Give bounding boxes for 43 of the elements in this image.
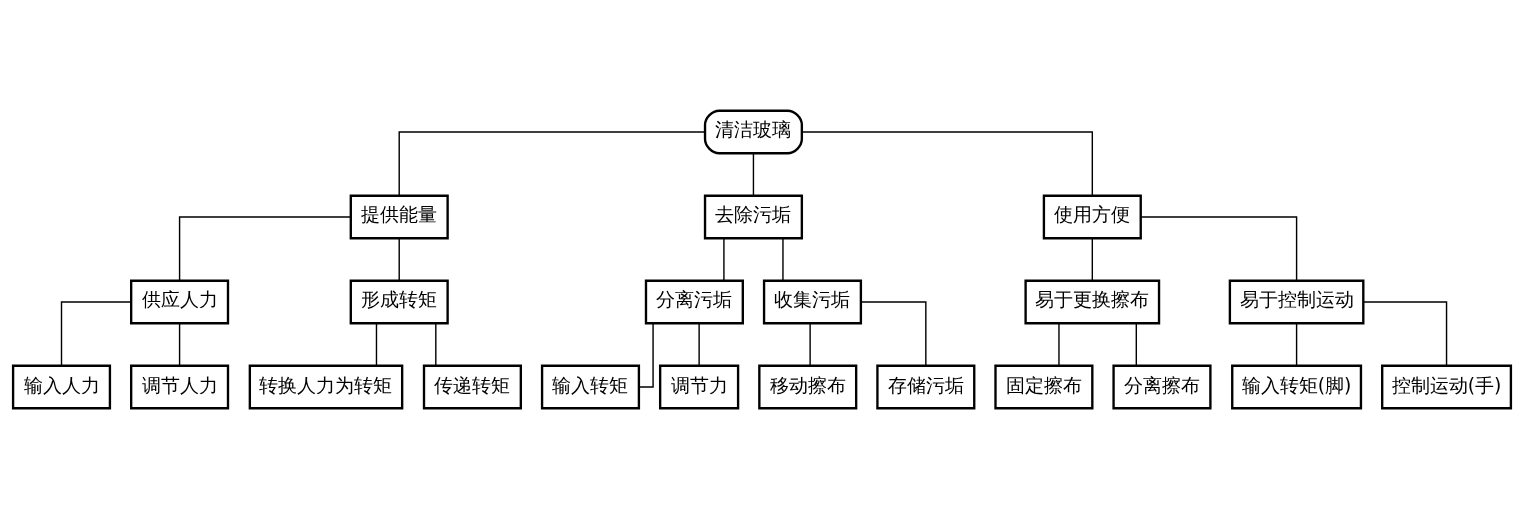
connector: [178, 322, 181, 366]
connector: [698, 322, 700, 366]
node-box: 移动擦布: [758, 364, 858, 409]
connector: [1058, 322, 1060, 366]
node-box: 提供能量: [349, 194, 449, 239]
node-box: 转换人力为转矩: [248, 364, 404, 409]
connector: [638, 322, 654, 388]
node-box: 易于控制运动: [1228, 279, 1365, 324]
node-box: 形成转矩: [349, 279, 449, 324]
node-box: 清洁玻璃: [703, 109, 804, 154]
connector: [435, 322, 437, 366]
node-box: 收集污垢: [762, 279, 863, 324]
node-box: 分离擦布: [1112, 364, 1212, 409]
connector: [398, 130, 706, 196]
connector: [375, 322, 378, 366]
connector: [809, 322, 811, 366]
connector: [1135, 322, 1137, 366]
connector: [398, 237, 400, 281]
node-box: 输入人力: [11, 364, 112, 409]
node-box: 固定擦布: [994, 364, 1094, 409]
node-box: 输入转矩: [540, 364, 641, 409]
node-box: 供应人力: [130, 279, 230, 324]
connector: [1140, 215, 1298, 281]
node-box: 调节人力: [130, 364, 230, 409]
node-box: 控制运动(手): [1381, 364, 1513, 409]
connector: [60, 300, 132, 366]
connector: [1091, 237, 1094, 281]
connector: [860, 300, 927, 366]
node-box: 使用方便: [1042, 194, 1142, 239]
connector: [801, 130, 1094, 196]
connector: [178, 215, 352, 281]
node-box: 易于更换擦布: [1024, 279, 1161, 324]
node-box: 分离污垢: [644, 279, 744, 324]
node-box: 传递转矩: [422, 364, 522, 409]
node-box: 存储污垢: [876, 364, 976, 409]
node-box: 调节力: [659, 364, 740, 409]
connector: [752, 152, 755, 196]
node-box: 输入转矩(脚): [1231, 364, 1363, 409]
connector: [1362, 300, 1448, 366]
connector: [1295, 322, 1298, 366]
node-box: 去除污垢: [703, 194, 804, 239]
connector: [782, 237, 784, 281]
connector: [723, 237, 725, 281]
